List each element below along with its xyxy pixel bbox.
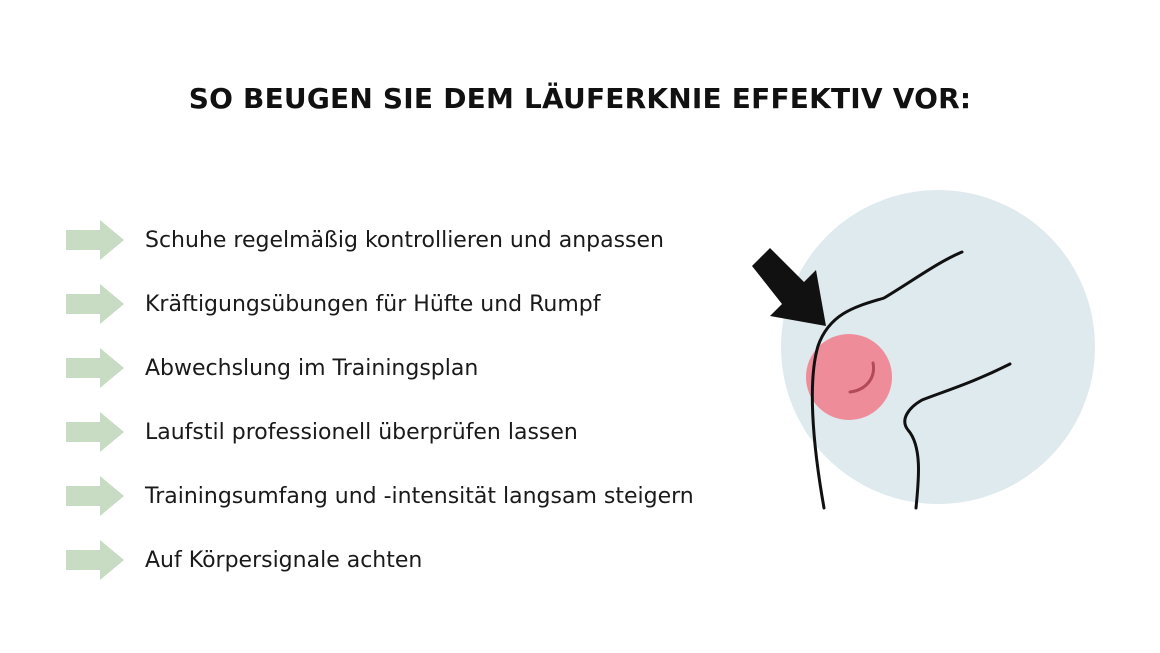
tip-text: Laufstil professionell überprüfen lassen [145, 419, 578, 445]
arrow-right-icon [66, 540, 124, 580]
list-item: Schuhe regelmäßig kontrollieren und anpa… [66, 208, 694, 272]
knee-pain-illustration [752, 190, 1095, 510]
prevention-tips-list: Schuhe regelmäßig kontrollieren und anpa… [66, 208, 694, 592]
tip-text: Abwechslung im Trainingsplan [145, 355, 479, 381]
list-item: Auf Körpersignale achten [66, 528, 694, 592]
list-item: Trainingsumfang und -intensität langsam … [66, 464, 694, 528]
arrow-right-icon [66, 220, 124, 260]
list-item: Abwechslung im Trainingsplan [66, 336, 694, 400]
page-title: SO BEUGEN SIE DEM LÄUFERKNIE EFFEKTIV VO… [188, 82, 972, 115]
tip-text: Auf Körpersignale achten [145, 547, 423, 573]
background-circle [781, 190, 1095, 504]
arrow-right-icon [66, 284, 124, 324]
arrow-right-icon [66, 348, 124, 388]
tip-text: Schuhe regelmäßig kontrollieren und anpa… [145, 227, 664, 253]
tip-text: Kräftigungsübungen für Hüfte und Rumpf [145, 291, 601, 317]
pointer-arrow-icon [752, 248, 826, 326]
list-item: Laufstil professionell überprüfen lassen [66, 400, 694, 464]
thigh-outline [810, 250, 964, 510]
pain-spot [806, 334, 892, 420]
tip-text: Trainingsumfang und -intensität langsam … [145, 483, 694, 509]
arrow-right-icon [66, 412, 124, 452]
arrow-right-icon [66, 476, 124, 516]
calf-outline [903, 362, 1012, 510]
pain-mark [848, 361, 876, 394]
list-item: Kräftigungsübungen für Hüfte und Rumpf [66, 272, 694, 336]
